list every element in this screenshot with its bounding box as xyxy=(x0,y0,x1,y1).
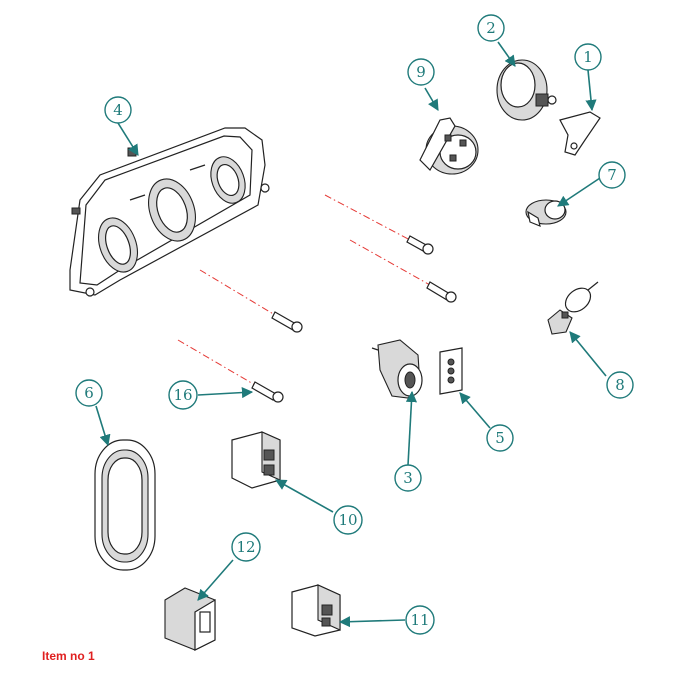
callout-10: 10 xyxy=(333,505,363,535)
callout-label-1: 1 xyxy=(583,48,593,66)
switch-block-part-12 xyxy=(164,587,216,651)
item-caption: Item no 1 xyxy=(42,649,95,663)
callout-label-10: 10 xyxy=(338,511,357,529)
callout-2: 2 xyxy=(477,14,505,42)
callout-label-9: 9 xyxy=(416,63,426,81)
switch-assembly-part-9 xyxy=(419,117,479,175)
callout-label-4: 4 xyxy=(113,101,123,119)
callout-label-16: 16 xyxy=(173,386,192,404)
callout-label-5: 5 xyxy=(495,429,505,447)
panel-plate-part-5 xyxy=(439,347,463,395)
callout-label-2: 2 xyxy=(486,19,496,37)
callout-12: 12 xyxy=(231,532,261,562)
rocker-switch-part-11 xyxy=(291,584,341,637)
callout-label-12: 12 xyxy=(236,538,255,556)
callout-label-7: 7 xyxy=(607,166,617,184)
callout-label-3: 3 xyxy=(403,469,413,487)
cushion-pad-part-6 xyxy=(94,439,156,571)
screw-fasteners xyxy=(177,194,457,403)
callout-label-6: 6 xyxy=(84,384,94,402)
bulb-part-8 xyxy=(547,281,599,335)
power-socket-part-3 xyxy=(371,339,423,399)
callout-label-8: 8 xyxy=(615,376,625,394)
key-part-1 xyxy=(559,111,601,156)
callout-8: 8 xyxy=(606,371,634,399)
callout-16: 16 xyxy=(168,380,198,410)
rocker-switch-part-10 xyxy=(231,431,281,489)
leader-lines xyxy=(95,41,607,628)
callout-11: 11 xyxy=(405,605,435,635)
instrument-cluster-part xyxy=(69,127,270,297)
callout-9: 9 xyxy=(407,58,435,86)
callout-7: 7 xyxy=(598,161,626,189)
rotary-knob-part-2 xyxy=(496,59,557,121)
callout-label-11: 11 xyxy=(410,611,429,629)
callout-3: 3 xyxy=(394,464,422,492)
callout-4: 4 xyxy=(104,96,132,124)
callout-1: 1 xyxy=(574,43,602,71)
callout-5: 5 xyxy=(486,424,514,452)
callout-6: 6 xyxy=(75,379,103,407)
